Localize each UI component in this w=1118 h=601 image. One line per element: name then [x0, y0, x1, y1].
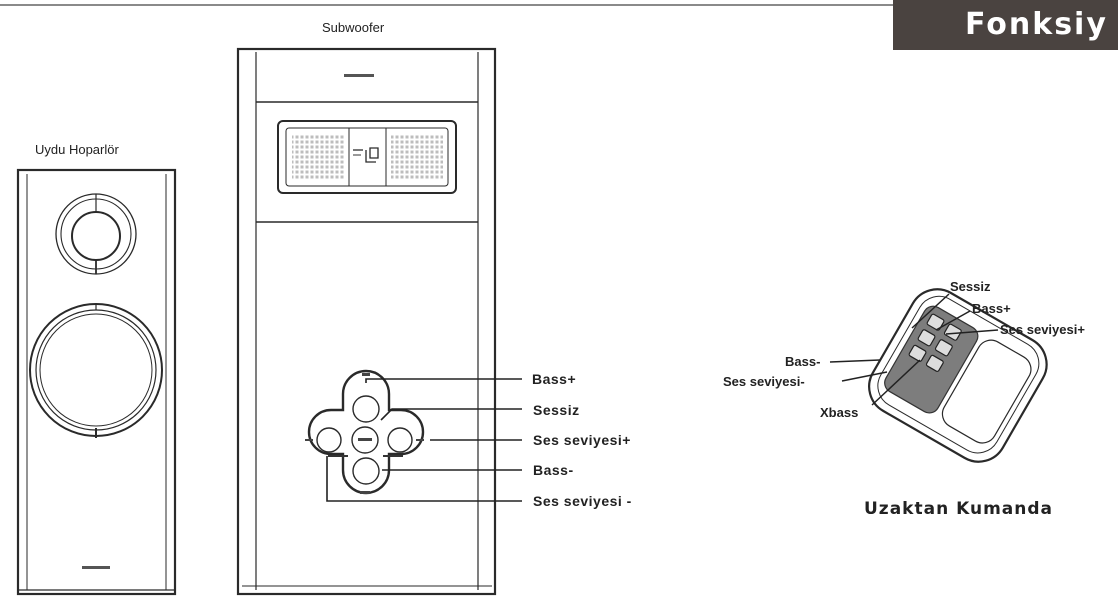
remote-key-2 — [917, 329, 936, 347]
remote-key-5 — [934, 339, 953, 357]
remote-label-xbass: Xbass — [820, 405, 859, 420]
cluster-right-underline — [383, 455, 403, 457]
leader-bass-plus — [365, 378, 522, 383]
volume-down-mark — [305, 439, 313, 441]
remote-control-drawing — [868, 288, 1048, 463]
remote-label-volume-down: Ses seviyesi- — [723, 374, 805, 389]
remote-lower-panel — [941, 339, 1032, 444]
control-cluster — [305, 369, 425, 495]
volume-up-knob — [387, 427, 413, 453]
tweeter-dome — [71, 211, 121, 261]
remote-key-3 — [908, 344, 927, 362]
subwoofer-label-mute: Sessiz — [533, 402, 580, 418]
remote-label-bass-minus: Bass- — [785, 354, 821, 369]
satellite-speaker-drawing — [16, 168, 177, 596]
remote-leader-lines — [829, 293, 999, 406]
section-header-title: Fonksiy — [965, 7, 1108, 42]
satellite-cabinet-outline — [16, 168, 177, 596]
remote-label-volume-up: Ses seviyesi+ — [1000, 322, 1085, 337]
remote-caption: Uzaktan Kumanda — [864, 499, 1054, 519]
leader-volume-down — [326, 456, 522, 502]
display-grid-right — [391, 134, 443, 180]
subwoofer-label-bass-plus: Bass+ — [532, 371, 577, 387]
remote-leader-bass-minus — [829, 359, 881, 363]
bass-plus-mark — [362, 373, 370, 376]
display-frame-inner — [285, 127, 449, 187]
remote-leader-mute — [911, 293, 950, 329]
mute-knob — [351, 426, 379, 454]
subwoofer-logo-mark — [344, 74, 374, 77]
subwoofer-label-bass-minus: Bass- — [533, 462, 574, 478]
subwoofer-leader-lines — [326, 378, 522, 502]
remote-body-outline — [868, 288, 1048, 463]
display-digit — [365, 147, 379, 163]
subwoofer-cabinet-outline — [236, 47, 497, 596]
remote-leader-bass-plus — [935, 310, 971, 331]
remote-label-bass-plus: Bass+ — [972, 301, 1011, 316]
subwoofer-label-volume-up: Ses seviyesi+ — [533, 432, 631, 448]
bass-minus-knob — [352, 457, 380, 485]
control-cluster-outline — [307, 369, 425, 495]
mute-knob-text-mark — [358, 438, 372, 441]
subwoofer-title: Subwoofer — [322, 20, 385, 35]
remote-leader-volume-down — [841, 371, 888, 382]
volume-up-mark — [416, 439, 424, 441]
leader-mute — [380, 408, 522, 421]
remote-key-4 — [943, 323, 962, 341]
display-grid-left — [292, 134, 344, 180]
section-header-tab: Fonksiy — [893, 0, 1118, 50]
top-rule — [0, 4, 1118, 6]
remote-body-inner — [877, 295, 1040, 454]
subwoofer-label-volume-down: Ses seviyesi - — [533, 493, 632, 509]
display-segment-dash-2 — [353, 154, 361, 156]
bass-plus-knob — [352, 395, 380, 423]
woofer-cone — [39, 313, 153, 427]
woofer-ring-outer — [29, 303, 163, 437]
woofer-ring-inner — [35, 309, 157, 431]
satellite-speaker-title: Uydu Hoparlör — [35, 142, 119, 157]
remote-key-1 — [926, 313, 945, 331]
remote-key-6 — [925, 354, 944, 372]
bass-minus-mark — [360, 491, 370, 494]
remote-leader-volume-up — [945, 329, 999, 335]
remote-leader-xbass — [871, 359, 921, 406]
cluster-left-underline — [328, 455, 348, 457]
volume-down-knob — [316, 427, 342, 453]
subwoofer-drawing — [236, 47, 522, 596]
display-frame-outer — [277, 120, 457, 194]
remote-label-mute: Sessiz — [950, 279, 991, 294]
display-segment-dash — [353, 149, 363, 151]
satellite-logo-mark — [82, 566, 110, 569]
